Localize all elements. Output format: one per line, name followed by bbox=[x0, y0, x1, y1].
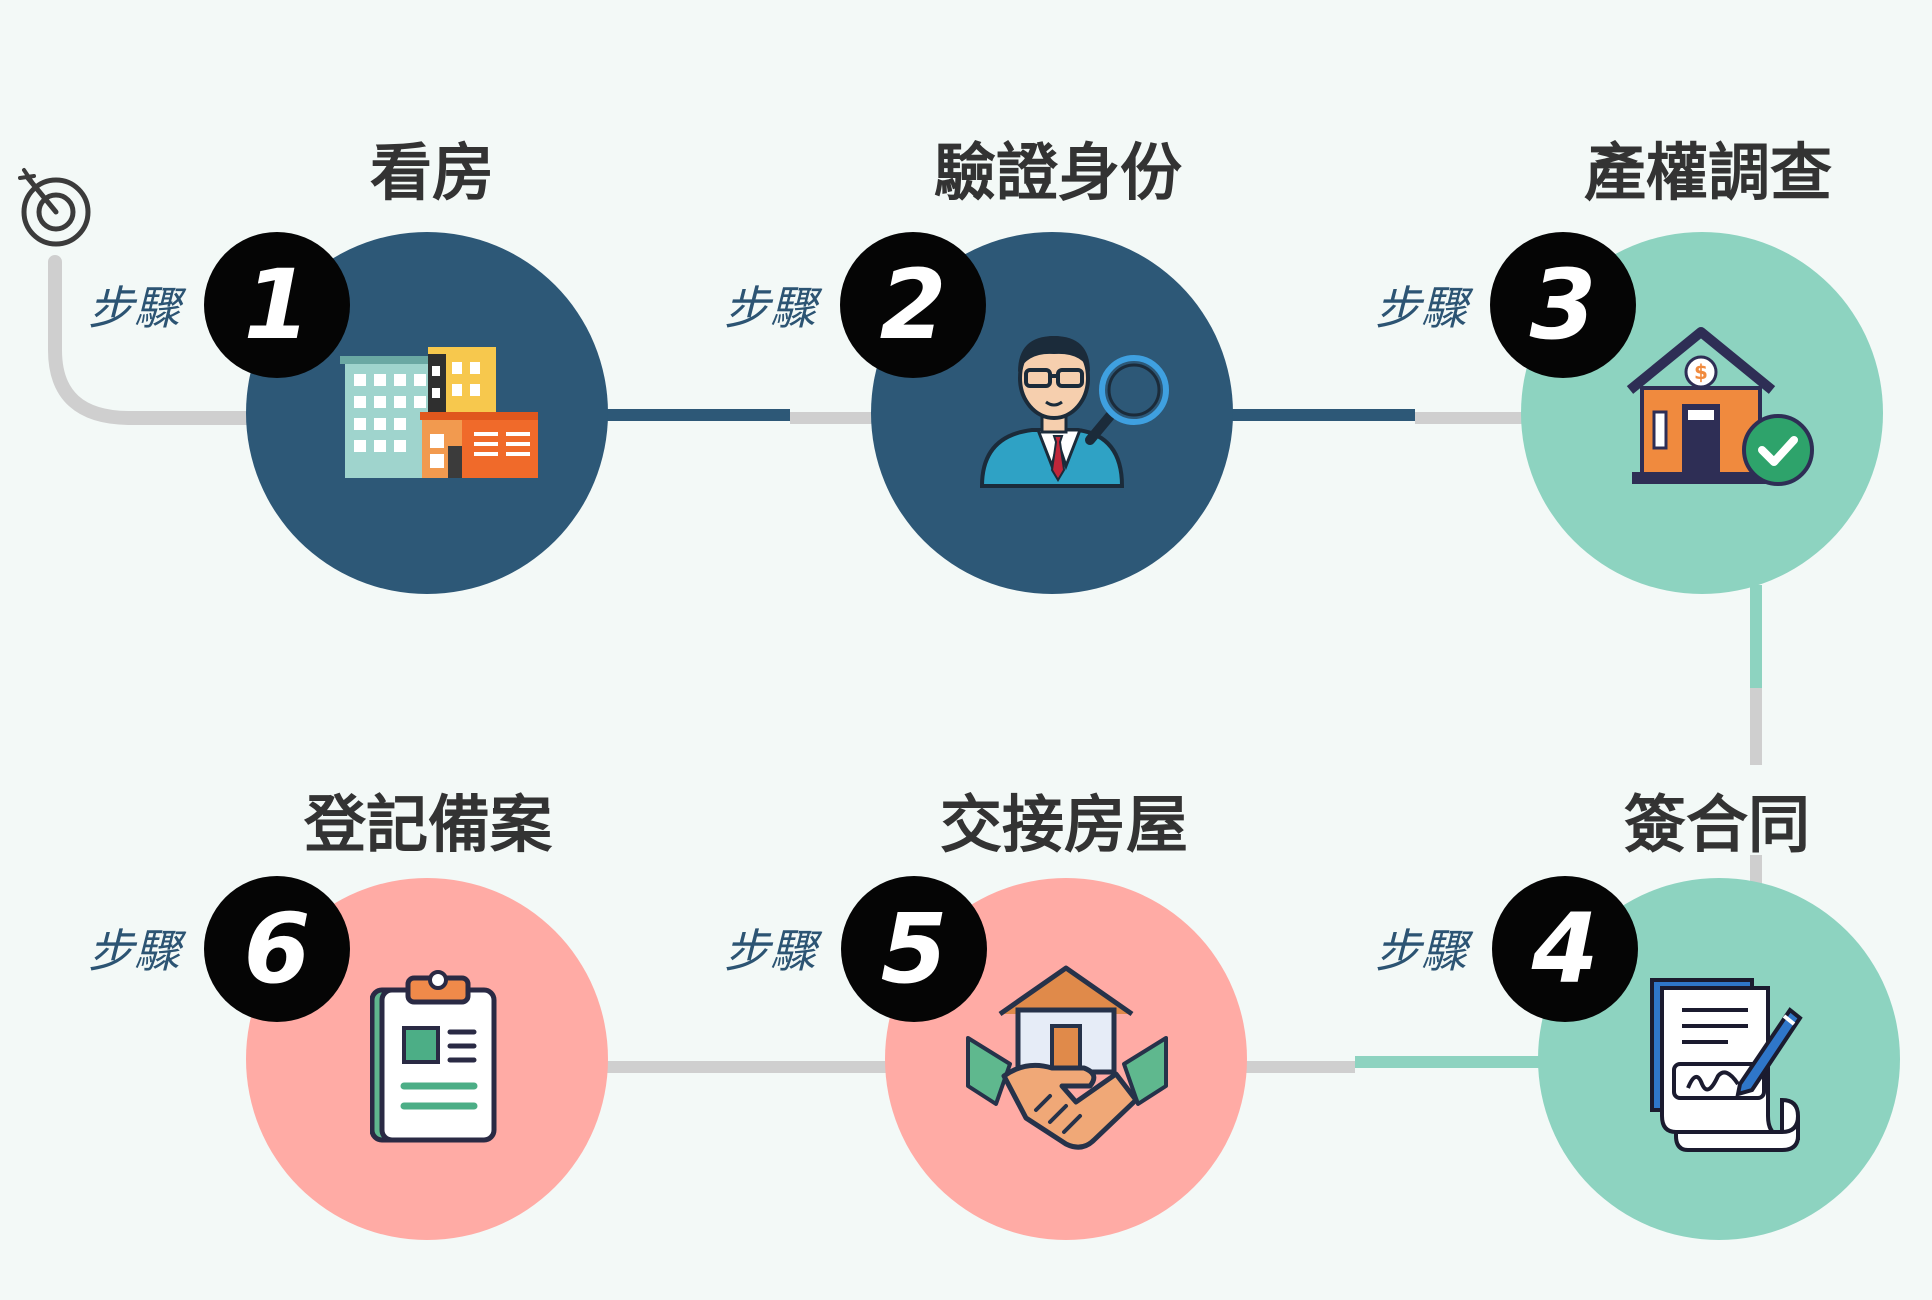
svg-text:$: $ bbox=[1694, 360, 1708, 384]
start-path bbox=[48, 255, 257, 425]
step-prefix-label: 步驟 bbox=[724, 281, 816, 335]
step-number-badge: 3 bbox=[1490, 232, 1636, 378]
step-prefix-label: 步驟 bbox=[1375, 924, 1467, 978]
step-prefix-label: 步驟 bbox=[1375, 281, 1467, 335]
target-icon bbox=[18, 168, 91, 247]
inspector-magnifier-icon bbox=[979, 336, 1169, 488]
step-title: 登記備案 bbox=[303, 788, 552, 861]
step-title: 產權調查 bbox=[1583, 136, 1832, 209]
step-title: 看房 bbox=[369, 136, 494, 209]
step-title: 驗證身份 bbox=[933, 136, 1182, 209]
step-prefix-label: 步驟 bbox=[724, 924, 816, 978]
house-check-icon: $ bbox=[1626, 327, 1814, 486]
step-prefix-label: 步驟 bbox=[88, 281, 180, 335]
clipboard-icon bbox=[370, 970, 497, 1143]
contract-sign-icon bbox=[1650, 978, 1803, 1152]
step-number-badge: 6 bbox=[204, 876, 350, 1022]
step-title: 交接房屋 bbox=[939, 788, 1188, 861]
step-number-badge: 1 bbox=[204, 232, 350, 378]
step-number-badge: 4 bbox=[1492, 876, 1638, 1022]
step-number-badge: 5 bbox=[841, 876, 987, 1022]
step-number-badge: 2 bbox=[840, 232, 986, 378]
step-prefix-label: 步驟 bbox=[88, 924, 180, 978]
step-title: 簽合同 bbox=[1623, 788, 1810, 861]
buildings-icon bbox=[340, 347, 538, 478]
handshake-house-icon bbox=[966, 965, 1168, 1150]
